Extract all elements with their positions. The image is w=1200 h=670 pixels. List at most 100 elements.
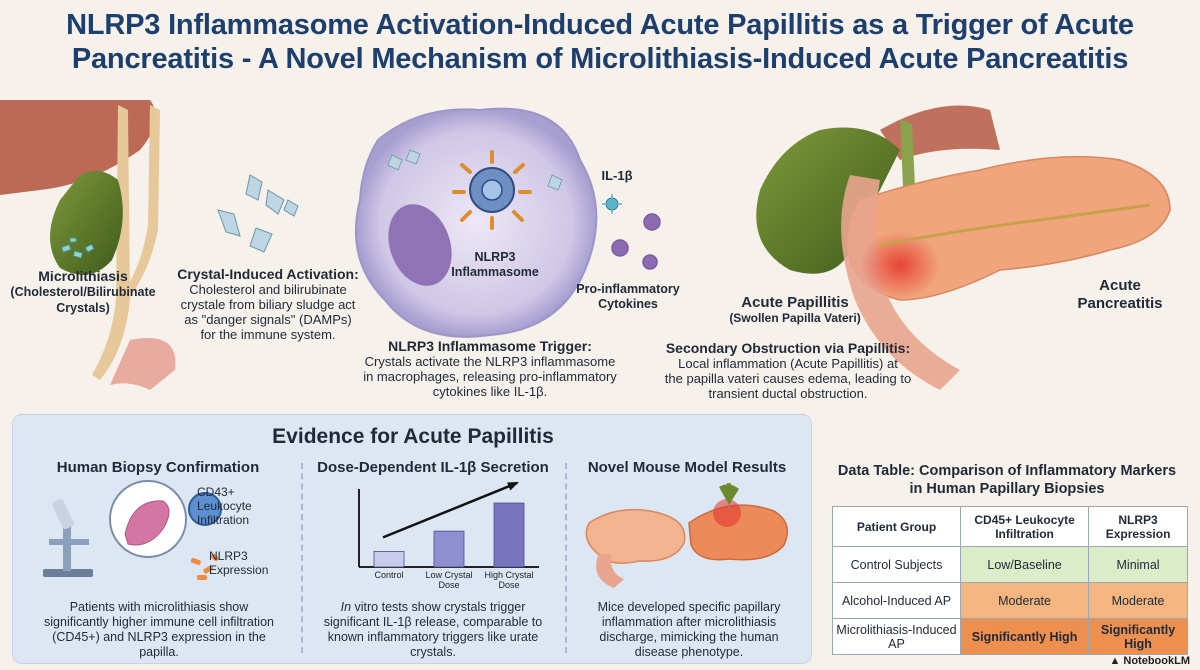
secondary-obstruction-text: Secondary Obstruction via Papillitis: Lo… (652, 340, 924, 401)
secondary-obstruction-line: transient ductal obstruction. (708, 386, 868, 401)
x-tick-label: High Crystal (484, 570, 533, 580)
microlithiasis-sub-1: (Cholesterol/Bilirubinate (10, 285, 156, 299)
trend-arrowhead (507, 482, 519, 491)
il1b-label: IL-1β (601, 168, 633, 183)
table-title-line: in Human Papillary Biopsies (909, 481, 1105, 497)
acute-papillitis-label: Acute Papillitis (Swollen Papilla Vateri… (700, 294, 890, 326)
nlrp3-expression-icon (190, 553, 219, 580)
nlrp3-trigger-heading: NLRP3 Inflammasome Trigger: (388, 338, 592, 354)
notebooklm-brand: ▲ NotebookLM (1109, 655, 1190, 667)
secondary-obstruction-line: the papilla vateri causes edema, leading… (664, 371, 912, 386)
table-row: Control Subjects Low/Baseline Minimal (832, 546, 1188, 583)
cd43-label-line: CD43+ (197, 485, 235, 499)
cd43-leukocyte-icon (188, 492, 222, 526)
evidence-title: Evidence for Acute Papillitis (272, 425, 554, 448)
acute-pancreatitis-line: Acute (1099, 277, 1141, 294)
biopsy-text-line: papilla. (139, 645, 179, 659)
evidence-panel: Evidence for Acute Papillitis Human Biop… (12, 414, 812, 664)
table-cell: Moderate (959, 582, 1090, 619)
dose-text-line: known inflammatory triggers like urate (327, 630, 539, 644)
pancreas-right (756, 105, 1171, 390)
acute-pancreatitis-label: Acute Pancreatitis (1060, 277, 1180, 313)
liver-gallbladder-left (0, 100, 176, 390)
cytokines-label: Pro-inflammatory Cytokines (568, 282, 688, 312)
nlrp3-trigger-line: in macrophages, releasing pro-inflammato… (363, 369, 617, 384)
bar (373, 551, 405, 568)
secondary-obstruction-heading: Secondary Obstruction via Papillitis: (665, 340, 911, 356)
table-row: Microlithiasis-Induced AP Significantly … (832, 618, 1188, 655)
cytokines-label-line: Pro-inflammatory (576, 282, 680, 296)
dose-text: In vitro tests show crystals trigger sig… (311, 600, 555, 660)
nlrp3-expression-label: NLRP3 Expression (209, 549, 289, 577)
title-line-1: NLRP3 Inflammasome Activation-Induced Ac… (66, 9, 1134, 41)
biopsy-title: Human Biopsy Confirmation (56, 459, 260, 476)
table-title-line: Data Table: Comparison of Inflammatory M… (837, 463, 1177, 479)
crystal-activation-line: crystale from biliary sludge act (180, 297, 356, 312)
mouse-text-line: disease phenotype. (634, 645, 744, 659)
bar (493, 502, 525, 568)
dose-title: Dose-Dependent IL-1β Secretion (317, 459, 549, 476)
divider (301, 463, 303, 653)
crystal-activation-text: Crystal-Induced Activation: Cholesterol … (168, 266, 368, 342)
secondary-obstruction-line: Local inflammation (Acute Papillitis) at (678, 356, 898, 371)
inflammasome-label-line: NLRP3 (474, 250, 516, 264)
cholesterol-crystals (217, 174, 299, 253)
mouse-text: Mice developed specific papillary inflam… (575, 600, 803, 660)
cd43-label-line: Leukocyte (197, 499, 252, 513)
divider (565, 463, 567, 653)
biopsy-text-line: Patients with microlithiasis show (69, 600, 249, 614)
trend-arrow (382, 481, 518, 539)
crystal-activation-line: Cholesterol and bilirubinate (189, 282, 347, 297)
microscope-icon (43, 498, 93, 577)
comparison-table: Patient Group CD45+ Leukocyte Infiltrati… (832, 506, 1188, 655)
crystal-activation-line: for the immune system. (200, 327, 336, 342)
mouse-model-illustration (585, 483, 789, 588)
nlrp3-expression-label-line: Expression (209, 563, 269, 577)
nlrp3-trigger-line: cytokines like IL-1β. (432, 384, 548, 399)
acute-papillitis-sub: (Swollen Papilla Vateri) (729, 311, 861, 325)
dose-text-line: crystals. (410, 645, 456, 659)
biopsy-text-line: (CD45+) and NLRP3 expression in the (52, 630, 266, 644)
table-header: CD45+ Leukocyte Infiltration (959, 506, 1090, 547)
cd43-label-line: Infiltration (197, 513, 250, 527)
biopsy-illustration (43, 480, 222, 580)
title-line-2: Pancreatitis - A Novel Mechanism of Micr… (71, 43, 1129, 75)
brand-label: NotebookLM (1123, 655, 1190, 667)
mouse-text-line: Mice developed specific papillary (597, 600, 781, 614)
cd43-label: CD43+ Leukocyte Infiltration (197, 485, 287, 527)
biopsy-text: Patients with microlithiasis show signif… (25, 600, 293, 660)
mouse-text-line: inflammation after microlithiasis (601, 615, 777, 629)
table-cell: Microlithiasis-Induced AP (832, 618, 961, 655)
table-cell: Moderate (1088, 582, 1188, 619)
pancreas-inflamed-icon (688, 483, 789, 561)
cytokines-label-line: Cytokines (598, 297, 658, 311)
table-title: Data Table: Comparison of Inflammatory M… (826, 462, 1188, 498)
microlithiasis-label: Microlithiasis (Cholesterol/Bilirubinate… (8, 268, 158, 316)
macrophage-cell (354, 107, 598, 338)
table-cell: Minimal (1088, 546, 1188, 583)
crystal-activation-heading: Crystal-Induced Activation: (177, 266, 359, 282)
dose-text-italic: In (340, 600, 352, 614)
table-header: Patient Group (832, 506, 961, 547)
dose-text-line: significant IL-1β release, comparable to (323, 615, 543, 629)
x-tick-label: Dose (438, 580, 459, 590)
x-tick-label: Control (374, 570, 403, 580)
nlrp3-trigger-text: NLRP3 Inflammasome Trigger: Crystals act… (340, 338, 640, 399)
table-header-row: Patient Group CD45+ Leukocyte Infiltrati… (832, 506, 1188, 547)
crystal-activation-line: as "danger signals" (DAMPs) (184, 312, 352, 327)
table-cell: Significantly High (959, 618, 1090, 655)
mouse-title: Novel Mouse Model Results (587, 459, 787, 476)
microlithiasis-title: Microlithiasis (38, 268, 128, 284)
nlrp3-expression-label-line: NLRP3 (209, 549, 248, 563)
microlithiasis-sub-2: Crystals) (56, 301, 110, 315)
x-tick-label: Low Crystal (425, 570, 472, 580)
table-row: Alcohol-Induced AP Moderate Moderate (832, 582, 1188, 619)
pancreas-normal-icon (585, 508, 686, 588)
table-cell: Low/Baseline (959, 546, 1090, 583)
il1b-cytokines (602, 194, 661, 270)
inflammasome-label-line: Inflammasome (451, 265, 539, 279)
page-title: NLRP3 Inflammasome Activation-Induced Ac… (0, 8, 1200, 76)
x-tick-label: Dose (498, 580, 519, 590)
